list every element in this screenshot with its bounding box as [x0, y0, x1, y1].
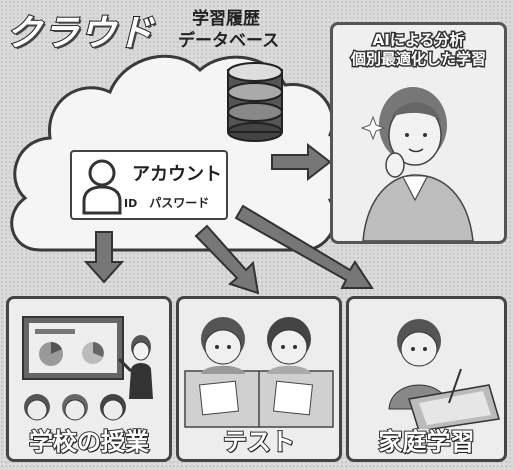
classroom-illustration	[22, 316, 153, 421]
home-study-illustration	[388, 319, 500, 429]
home-study-label: 家庭学習	[378, 427, 476, 457]
school-class-label: 学校の授業	[28, 427, 150, 457]
database-icon	[227, 62, 283, 142]
database-label-line1: 学習履歴	[192, 9, 260, 29]
account-id-label: ID	[124, 197, 138, 210]
account-box: アカウント ID パスワード	[70, 150, 228, 220]
home-study-panel: 家庭学習	[346, 296, 507, 462]
arrow-to-test-icon	[194, 224, 260, 295]
account-password-label: パスワード	[149, 196, 210, 210]
test-panel: テスト	[176, 296, 342, 462]
page-title: クラウド	[5, 12, 155, 55]
ai-analysis-panel: AIによる分析 個別最適化した学習	[330, 22, 507, 244]
account-credentials: ID パスワード	[124, 194, 209, 211]
database-label: 学習履歴 データベース	[178, 8, 318, 52]
account-label: アカウント	[132, 164, 222, 185]
arrow-to-ai-icon	[271, 142, 332, 182]
database-label-line2: データベース	[178, 31, 280, 51]
arrow-to-class-icon	[83, 231, 125, 284]
school-class-panel: 学校の授業	[6, 296, 172, 462]
user-icon	[82, 159, 122, 215]
ai-caption-line1: AIによる分析	[371, 30, 466, 51]
teacher-illustration	[360, 87, 474, 241]
arrow-to-home-icon	[234, 204, 374, 289]
ai-caption-line2: 個別最適化した学習	[349, 49, 487, 70]
test-illustration	[184, 317, 334, 428]
ai-panel-caption: AIによる分析 個別最適化した学習	[333, 30, 504, 70]
test-label: テスト	[222, 427, 296, 457]
